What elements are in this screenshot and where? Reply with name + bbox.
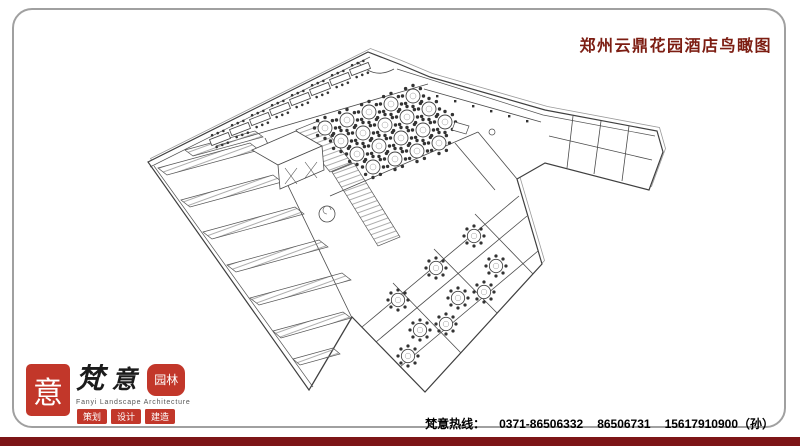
bottom-red-bar — [0, 437, 800, 446]
interior-walls — [215, 83, 653, 368]
tag-design: 设计 — [110, 409, 142, 424]
brand-suffix: 园林 — [147, 364, 186, 396]
brand-char-2: 意 — [111, 365, 137, 394]
logo: 意 梵 意 园林 Fanyi Landscape Architecture 策划… — [26, 364, 191, 424]
logo-text-block: 梵 意 园林 Fanyi Landscape Architecture 策划 设… — [76, 364, 191, 424]
brand-name: 梵 意 园林 — [76, 364, 191, 398]
pavilion-block — [251, 130, 325, 190]
brand-char-1: 梵 — [76, 362, 105, 395]
page-title: 郑州云鼎花园酒店鸟瞰图 — [579, 38, 772, 55]
tag-build: 建造 — [144, 409, 176, 424]
hotline: 梵意热线： 0371-86506332 86506731 15617910900（孙） — [425, 415, 774, 432]
service-details — [451, 121, 496, 136]
hotline-number-3: 15617910900（孙） — [664, 417, 774, 431]
seal-character: 意 — [33, 376, 63, 411]
pergola-strips — [157, 130, 352, 366]
fanyi-seal: 意 — [26, 364, 70, 416]
stage-arc — [357, 61, 395, 74]
tag-planning: 策划 — [76, 409, 108, 424]
hotline-number-2: 86506731 — [597, 417, 651, 431]
walkway-bands — [295, 120, 401, 247]
logo-tags: 策划 设计 建造 — [76, 409, 191, 424]
hotline-number-1: 0371-86506332 — [499, 417, 584, 431]
column-dots — [436, 95, 529, 123]
hotline-label: 梵意热线： — [425, 417, 486, 431]
spiral-stair — [318, 205, 336, 223]
page-border-frame — [12, 8, 786, 428]
logo-english-name: Fanyi Landscape Architecture — [76, 399, 191, 406]
